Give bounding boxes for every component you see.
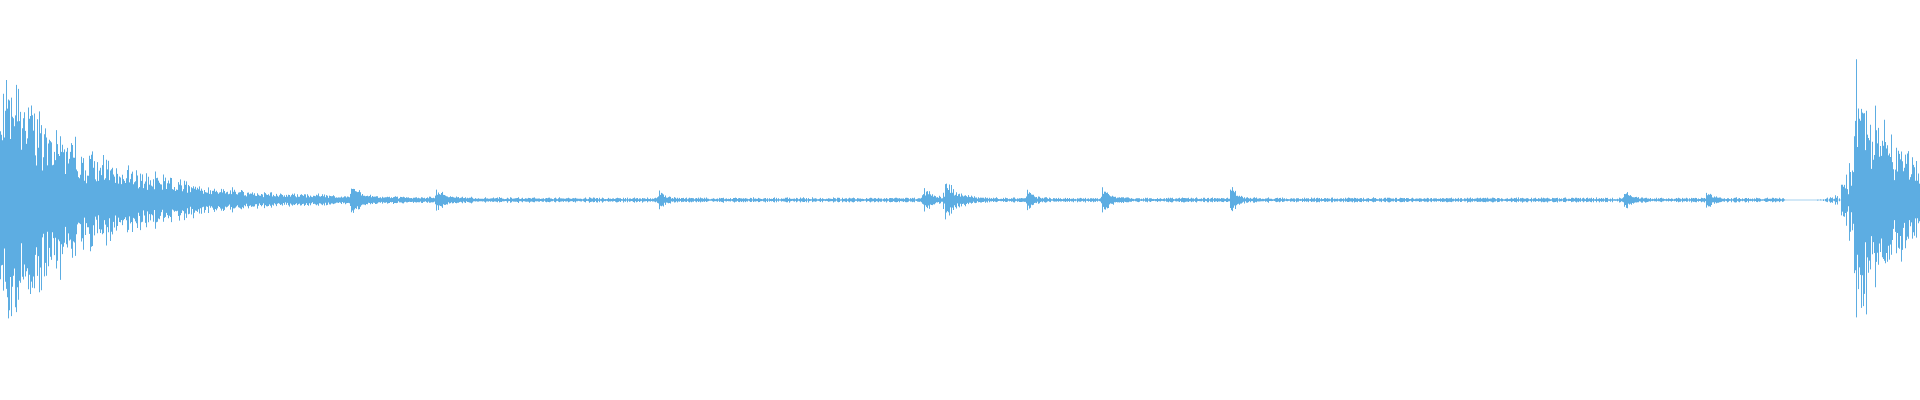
waveform-bars bbox=[0, 59, 1920, 319]
